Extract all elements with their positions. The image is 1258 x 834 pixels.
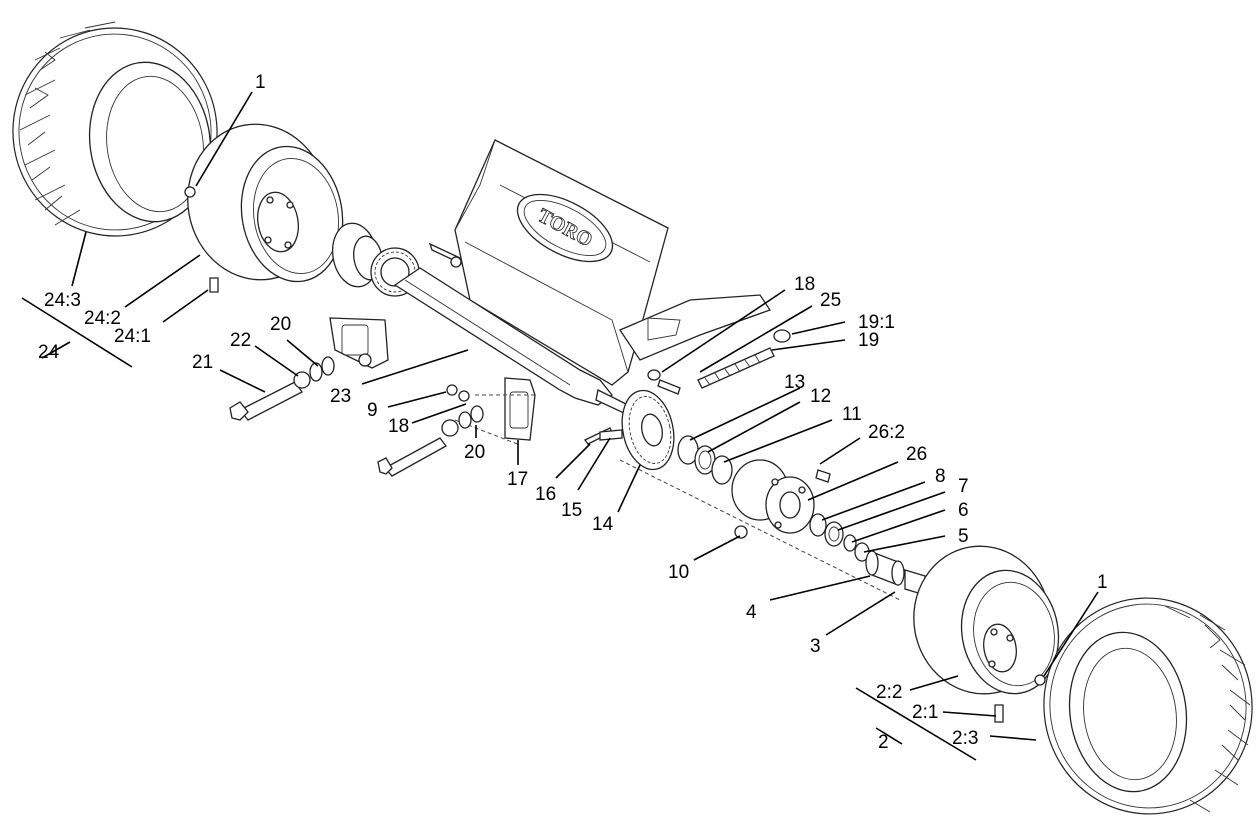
callout-14: 14 bbox=[592, 514, 614, 535]
machine-frame: TORO bbox=[454, 139, 772, 386]
tire-right bbox=[1043, 597, 1253, 815]
callout-15: 15 bbox=[561, 500, 582, 521]
axle bbox=[393, 242, 629, 415]
callout-6: 6 bbox=[958, 500, 969, 521]
callout-3: 3 bbox=[810, 636, 821, 657]
leader-lines bbox=[21, 91, 1099, 761]
rim-left bbox=[184, 123, 344, 293]
callout-2-1: 2:1 bbox=[912, 702, 938, 723]
valve-stem-right bbox=[1034, 674, 1046, 686]
callout-25: 25 bbox=[820, 290, 841, 311]
callout-26: 26 bbox=[906, 444, 927, 465]
callout-19: 19 bbox=[858, 330, 879, 351]
chain-25 bbox=[647, 329, 791, 395]
rim-right bbox=[913, 545, 1060, 723]
callout-2-3: 2:3 bbox=[952, 728, 978, 749]
valve-stem bbox=[184, 186, 196, 198]
callout-21: 21 bbox=[192, 352, 213, 373]
callout-2: 2 bbox=[878, 732, 889, 753]
callout-7: 7 bbox=[958, 476, 969, 497]
callout-24-3: 24:3 bbox=[44, 290, 81, 311]
bracket-left bbox=[329, 317, 389, 369]
sprocket-14 bbox=[621, 389, 675, 471]
callout-22: 22 bbox=[230, 330, 251, 351]
callout-24-2: 24:2 bbox=[84, 308, 121, 329]
callout-1-top: 1 bbox=[255, 72, 266, 93]
bearings-inner bbox=[677, 435, 733, 485]
callout-24: 24 bbox=[38, 342, 60, 363]
bolt-lower bbox=[383, 437, 447, 477]
callout-2-2: 2:2 bbox=[876, 682, 902, 703]
bearings-outer bbox=[809, 513, 926, 596]
callout-18-right: 18 bbox=[794, 274, 815, 295]
callout-labels: 1 24:3 24:2 24:1 24 20 22 21 23 9 18 20 … bbox=[38, 72, 1108, 753]
bracket-17 bbox=[454, 377, 536, 446]
callout-16: 16 bbox=[535, 484, 556, 505]
wheel-bolt-left bbox=[209, 277, 219, 293]
callout-20-bottom: 20 bbox=[464, 442, 485, 463]
callout-24-1: 24:1 bbox=[114, 326, 151, 347]
bolt-21 bbox=[238, 381, 303, 421]
callout-5: 5 bbox=[958, 526, 969, 547]
callout-23: 23 bbox=[330, 386, 351, 407]
callout-8: 8 bbox=[935, 466, 946, 487]
callout-9: 9 bbox=[367, 400, 378, 421]
bolt-group-left bbox=[229, 356, 484, 477]
callout-10: 10 bbox=[668, 562, 689, 583]
callout-12: 12 bbox=[810, 386, 831, 407]
callout-18-left: 18 bbox=[388, 416, 409, 437]
callout-4: 4 bbox=[746, 602, 757, 623]
tire-left bbox=[12, 21, 218, 237]
callout-1-bottom: 1 bbox=[1097, 572, 1108, 593]
callout-26-2: 26:2 bbox=[868, 422, 905, 443]
callout-20-top: 20 bbox=[270, 314, 291, 335]
callout-13: 13 bbox=[784, 372, 805, 393]
pins bbox=[584, 427, 623, 445]
hub-right bbox=[619, 459, 901, 601]
callout-19-1: 19:1 bbox=[858, 312, 895, 333]
hub-left bbox=[331, 222, 420, 297]
wheel-bolt-right bbox=[994, 704, 1004, 723]
logo-plate bbox=[516, 193, 614, 263]
callout-11: 11 bbox=[842, 404, 862, 425]
callout-17: 17 bbox=[507, 469, 528, 490]
